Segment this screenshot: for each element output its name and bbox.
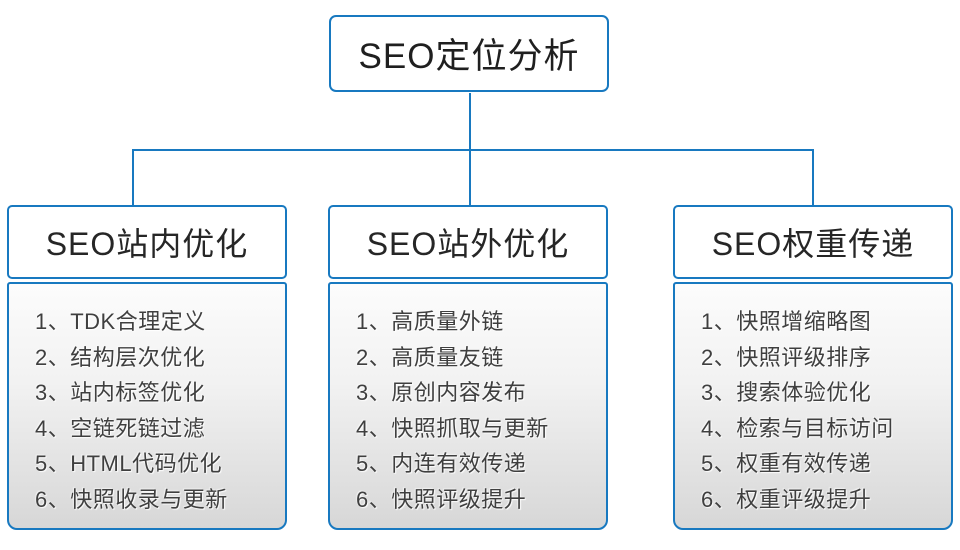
list-item: 6、权重评级提升 [701, 486, 872, 512]
list-item: 5、内连有效传递 [356, 451, 527, 476]
list-item: 2、高质量友链 [356, 344, 504, 370]
list-item: 2、快照评级排序 [701, 344, 872, 370]
header-node-onsite: SEO站内优化 [7, 205, 287, 279]
list-item: 5、权重有效传递 [701, 451, 872, 476]
list-item: 4、快照抓取与更新 [356, 415, 549, 441]
list-item: 6、快照收录与更新 [35, 486, 228, 512]
root-node-label: SEO定位分析 [358, 37, 580, 76]
header-node-offsite-label: SEO站外优化 [366, 226, 570, 262]
list-item: 1、快照增缩略图 [701, 309, 872, 334]
panel-offsite: 1、高质量外链 2、高质量友链 3、原创内容发布 4、快照抓取与更新 5、内连有… [328, 282, 608, 530]
header-node-weight-transfer-label: SEO权重传递 [711, 226, 915, 262]
list-item: 3、原创内容发布 [356, 380, 527, 405]
header-node-onsite-label: SEO站内优化 [45, 226, 249, 262]
header-node-offsite: SEO站外优化 [328, 205, 608, 279]
list-item: 3、搜索体验优化 [701, 380, 872, 405]
list-item: 1、高质量外链 [356, 309, 504, 334]
header-node-weight-transfer: SEO权重传递 [673, 205, 953, 279]
list-item: 4、检索与目标访问 [701, 415, 894, 441]
list-item: 3、站内标签优化 [35, 380, 206, 405]
panel-weight-transfer: 1、快照增缩略图 2、快照评级排序 3、搜索体验优化 4、检索与目标访问 5、权… [673, 282, 953, 530]
list-item: 5、HTML代码优化 [35, 451, 223, 476]
list-item: 2、结构层次优化 [35, 344, 206, 370]
list-item: 1、TDK合理定义 [35, 309, 206, 334]
root-node-seo-positioning: SEO定位分析 [329, 15, 609, 92]
list-item: 4、空链死链过滤 [35, 415, 206, 441]
list-item: 6、快照评级提升 [356, 486, 527, 512]
panel-onsite: 1、TDK合理定义 2、结构层次优化 3、站内标签优化 4、空链死链过滤 5、H… [7, 282, 287, 530]
